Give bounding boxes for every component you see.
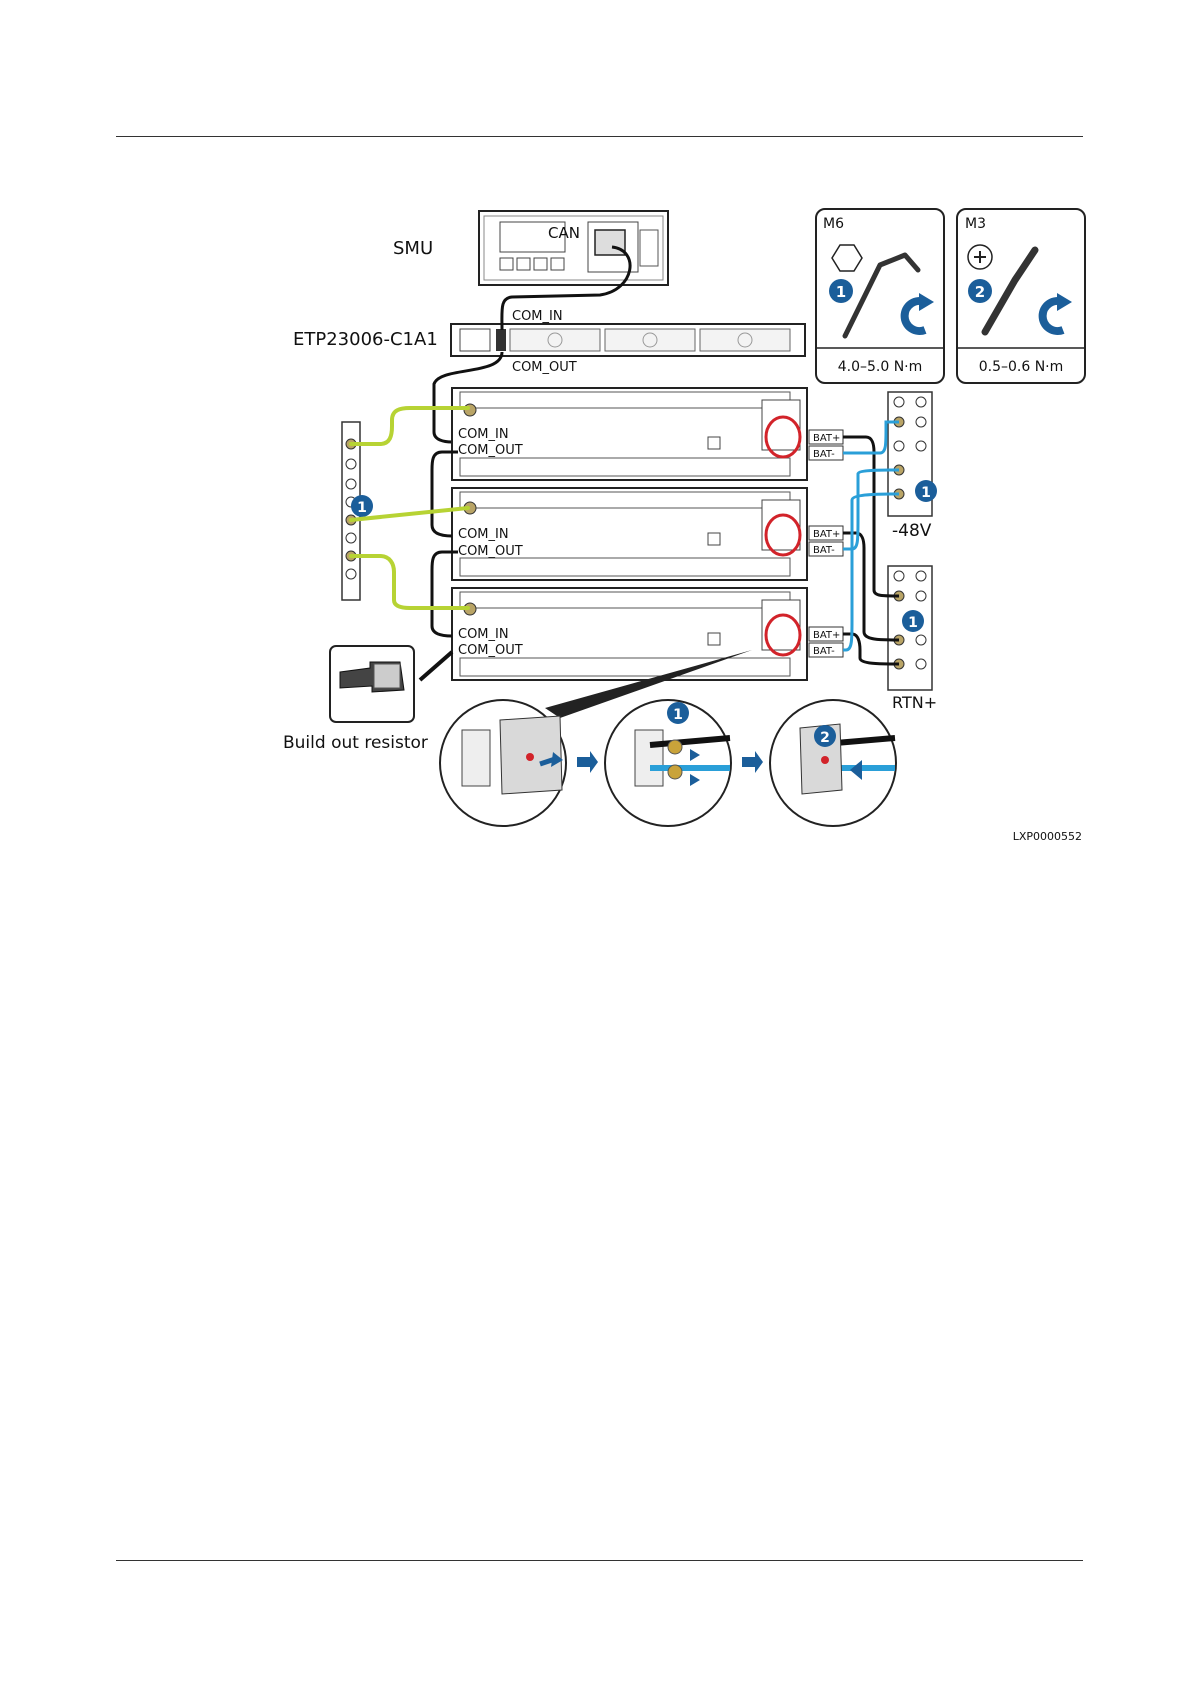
battery1-neg-label: BAT- [813, 449, 835, 460]
smu-label: SMU [393, 238, 433, 259]
step-arrow-1 [577, 751, 598, 773]
battery2-com-in-label: COM_IN [458, 527, 509, 542]
detail-step-number-1: 1 [673, 707, 683, 723]
tool-m6-step: 1 [836, 283, 846, 301]
battery3-pos-label: BAT+ [813, 630, 840, 641]
battery3-neg-label: BAT- [813, 646, 835, 657]
detail-step-number-2: 2 [820, 730, 830, 746]
tool-m6-torque: 4.0–5.0 N·m [838, 359, 923, 375]
smu-unit [479, 211, 668, 285]
tool-m3-step: 2 [975, 283, 985, 301]
minus48v-step-number: 1 [921, 485, 931, 501]
bat-terminal-boxes [809, 430, 843, 657]
etp-subrack [451, 324, 805, 356]
build-out-resistor-inset [330, 646, 414, 722]
battery1-com-in-label: COM_IN [458, 427, 509, 442]
com-in-top-label: COM_IN [512, 309, 563, 324]
battery1-com-out-label: COM_OUT [458, 443, 523, 458]
detail-inset-1 [440, 700, 566, 826]
build-out-resistor-leader [420, 652, 452, 680]
battery1-pos-label: BAT+ [813, 433, 840, 444]
build-out-resistor-label: Build out resistor [283, 733, 428, 753]
tool-m3-torque: 0.5–0.6 N·m [979, 359, 1064, 375]
rtn-label: RTN+ [892, 693, 937, 712]
figure-id: LXP0000552 [1013, 830, 1082, 843]
com-out-top-label: COM_OUT [512, 360, 577, 375]
tool-m6-name: M6 [823, 216, 844, 232]
battery3-com-in-label: COM_IN [458, 627, 509, 642]
battery3-com-out-label: COM_OUT [458, 643, 523, 658]
tool-m3-name: M3 [965, 216, 986, 232]
detail-inset-3 [770, 700, 896, 826]
step-arrow-2 [742, 751, 763, 773]
battery2-com-out-label: COM_OUT [458, 544, 523, 559]
etp-label: ETP23006-C1A1 [293, 329, 438, 350]
ground-step-number: 1 [357, 500, 367, 516]
battery2-neg-label: BAT- [813, 545, 835, 556]
rtn-step-number: 1 [908, 615, 918, 631]
minus48v-label: -48V [892, 521, 932, 541]
detail-inset-2 [605, 700, 731, 826]
can-label: CAN [548, 224, 580, 242]
battery2-pos-label: BAT+ [813, 529, 840, 540]
